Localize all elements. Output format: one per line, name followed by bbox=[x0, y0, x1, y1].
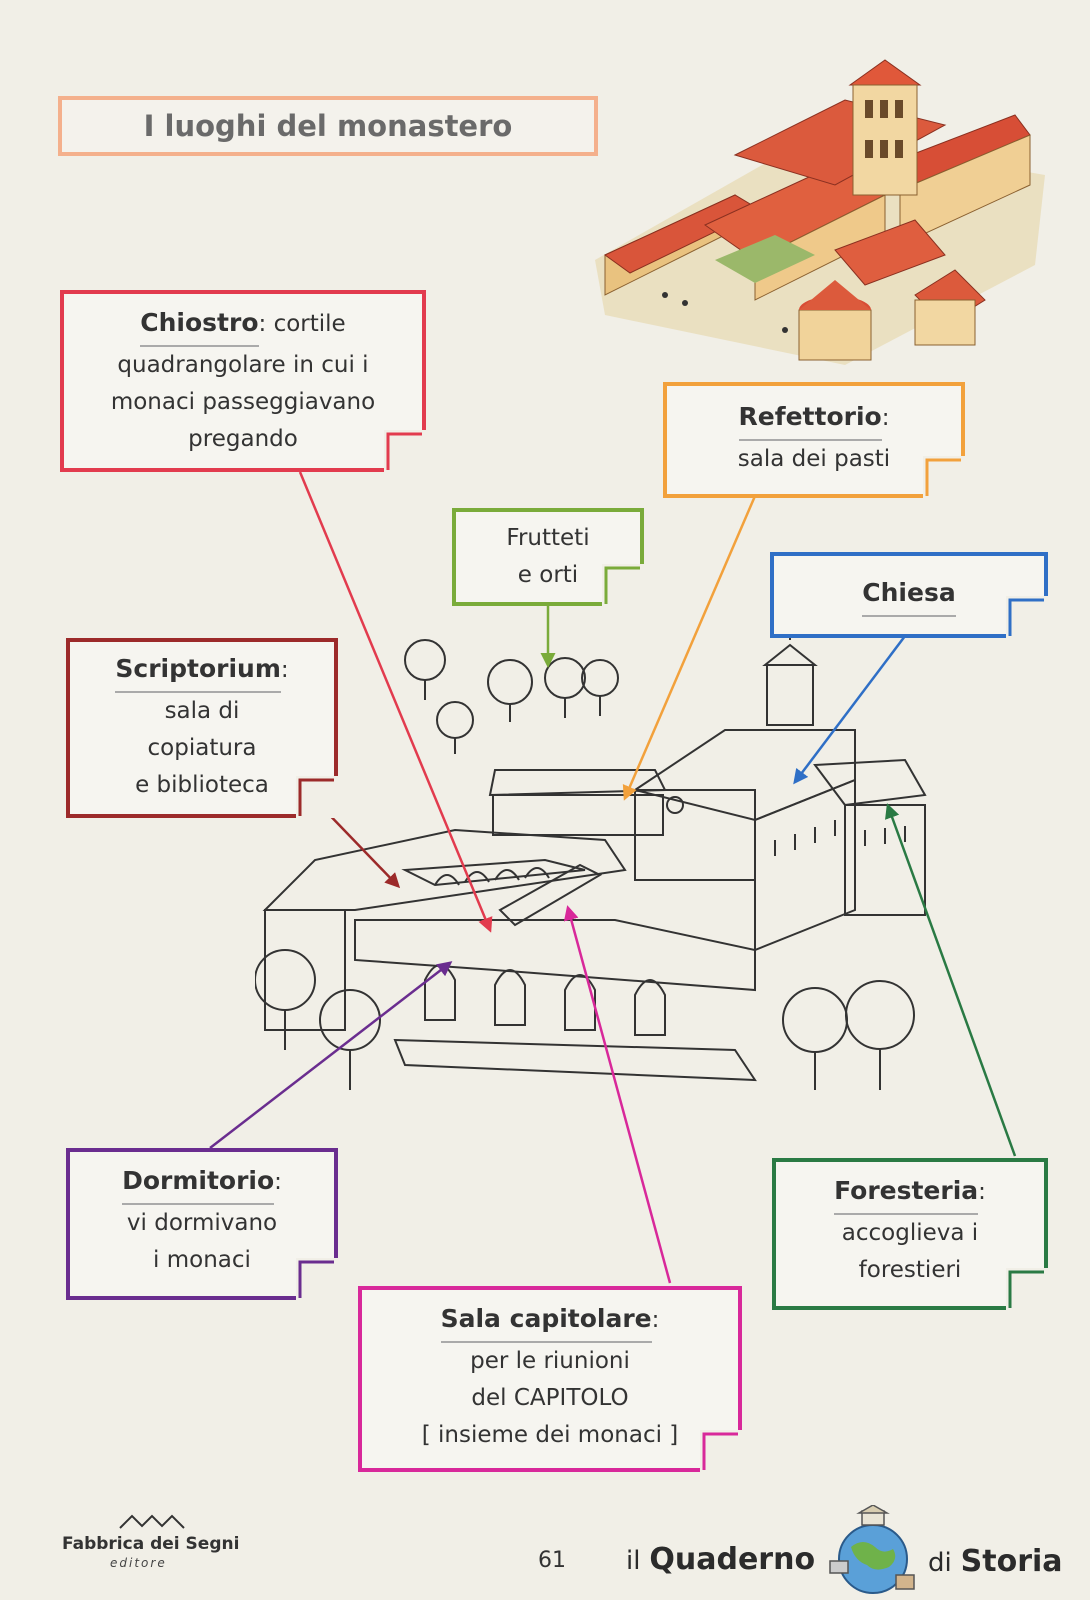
publisher-logo-icon bbox=[119, 1514, 185, 1529]
frutteti-note: Frutteti e orti bbox=[452, 508, 644, 606]
page-number: 61 bbox=[538, 1548, 566, 1573]
publisher-name: Fabbrica dei Segni bbox=[62, 1534, 240, 1554]
publisher-sub: editore bbox=[110, 1556, 167, 1570]
sala-capitolare-arrow bbox=[563, 905, 672, 1284]
chiostro-rest: cortile bbox=[273, 311, 346, 337]
dormitorio-term: Dormitorio bbox=[122, 1166, 275, 1195]
chiesa-term: Chiesa bbox=[862, 578, 956, 607]
globe-logo-icon bbox=[829, 1505, 915, 1594]
page-fold-icon bbox=[923, 456, 965, 498]
scriptorium-note: Scriptorium: sala di copiatura e bibliot… bbox=[66, 638, 338, 818]
dormitorio-note: Dormitorio: vi dormivano i monaci bbox=[66, 1148, 338, 1300]
page-fold-icon bbox=[1006, 1268, 1048, 1310]
page-fold-icon bbox=[296, 1258, 338, 1300]
series-title-part2: di Storia bbox=[928, 1544, 1063, 1579]
scriptorium-term: Scriptorium bbox=[115, 654, 281, 683]
foresteria-note: Foresteria: accoglieva i forestieri bbox=[772, 1158, 1048, 1310]
dormitorio-arrow bbox=[209, 961, 453, 1149]
page-title: I luoghi del monastero bbox=[58, 96, 598, 156]
sala-capitolare-term: Sala capitolare bbox=[440, 1304, 652, 1333]
chiesa-note: Chiesa bbox=[770, 552, 1048, 638]
page-fold-icon bbox=[1006, 596, 1048, 638]
chiostro-term: Chiostro bbox=[140, 308, 259, 337]
refettorio-note: Refettorio: sala dei pasti bbox=[663, 382, 965, 498]
monastery-color-illustration bbox=[595, 59, 1045, 365]
series-title-part1: il Quaderno bbox=[626, 1542, 816, 1577]
refettorio-arrow bbox=[622, 495, 757, 801]
foresteria-arrow bbox=[885, 803, 1017, 1157]
page-fold-icon bbox=[602, 564, 644, 606]
chiesa-arrow bbox=[793, 635, 906, 785]
monastery-line-drawing bbox=[255, 625, 927, 1090]
chiostro-note: Chiostro: cortile quadrangolare in cui i… bbox=[60, 290, 426, 472]
sala-capitolare-note: Sala capitolare: per le riunioni del CAP… bbox=[358, 1286, 742, 1472]
refettorio-term: Refettorio bbox=[738, 402, 882, 431]
page-fold-icon bbox=[384, 430, 426, 472]
chiostro-arrow bbox=[298, 471, 493, 933]
page-fold-icon bbox=[296, 776, 338, 818]
foresteria-term: Foresteria bbox=[834, 1176, 979, 1205]
page-fold-icon bbox=[700, 1430, 742, 1472]
